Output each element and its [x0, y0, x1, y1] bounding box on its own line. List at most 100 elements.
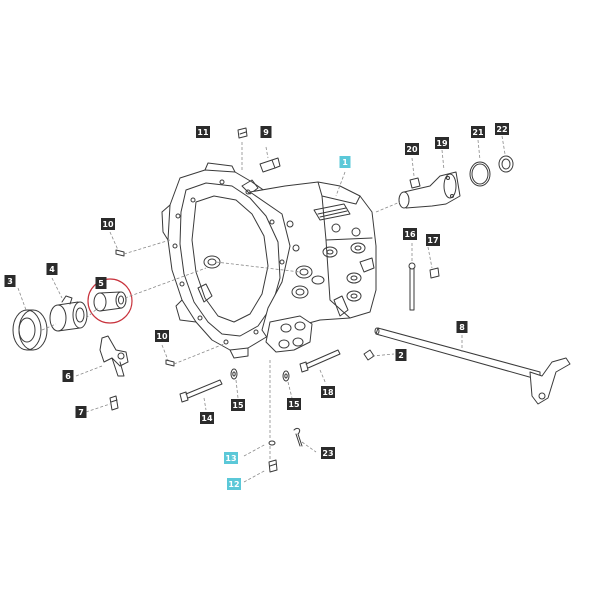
callout-label: 7	[78, 408, 84, 417]
callout-box	[95, 277, 107, 289]
fitting-17	[429, 267, 440, 279]
callout-box	[395, 349, 407, 361]
callouts: 11 9 1 20 19 21 22 10 16 17 3 4 5 8 10 2 6 18 7 14 15 15 13 23 1…	[4, 123, 509, 490]
cotter-pin-23	[293, 427, 303, 447]
callout-box	[287, 398, 301, 410]
callout-c8: 8	[456, 321, 468, 333]
callout-label: 8	[459, 323, 465, 332]
callout-box	[224, 452, 238, 464]
callout-label: 17	[427, 236, 438, 245]
callout-label: 4	[49, 265, 55, 274]
callout-c9: 9	[260, 126, 272, 138]
callout-label: 12	[228, 480, 239, 489]
callout-box	[62, 370, 74, 382]
highlight-circle	[87, 278, 133, 324]
callout-box	[155, 330, 169, 342]
callout-box	[426, 234, 440, 246]
callout-c21: 21	[471, 126, 485, 138]
callout-c12: 12	[227, 478, 241, 490]
long-bolt-18	[299, 349, 341, 373]
callout-c16: 16	[403, 228, 417, 240]
dowel-pin-10a	[115, 249, 125, 257]
callout-box	[403, 228, 417, 240]
washer-15b	[282, 370, 290, 382]
callout-box	[227, 478, 241, 490]
callout-box	[200, 412, 214, 424]
o-ring-21	[469, 161, 491, 187]
callout-c7: 7	[75, 406, 87, 418]
long-bolt-14	[179, 379, 223, 403]
callout-label: 15	[288, 400, 300, 409]
callout-label: 14	[201, 414, 213, 423]
plug-12	[268, 459, 278, 473]
callout-c3: 3	[4, 275, 16, 287]
callout-box	[495, 123, 509, 135]
callout-label: 21	[472, 128, 484, 137]
washer-13	[268, 440, 276, 446]
bushing	[93, 291, 127, 312]
callout-label: 6	[65, 372, 71, 381]
dowel-pin-10b	[165, 359, 175, 367]
callout-box	[46, 263, 58, 275]
plug-11	[237, 127, 248, 139]
callout-box	[321, 386, 335, 398]
callout-label: 19	[436, 139, 448, 148]
callout-label: 11	[197, 128, 209, 137]
callout-box	[231, 399, 245, 411]
callout-c20: 20	[405, 143, 419, 155]
callout-label: 16	[404, 230, 416, 239]
callout-c18: 18	[321, 386, 335, 398]
callout-c10b: 10	[155, 330, 169, 342]
callout-c15b: 15	[287, 398, 301, 410]
shaft	[374, 327, 571, 405]
callout-label: 13	[225, 454, 236, 463]
callout-c15a: 15	[231, 399, 245, 411]
callout-box	[321, 447, 335, 459]
leader-lines	[17, 135, 506, 483]
callout-label: 22	[496, 125, 507, 134]
bolt-20	[409, 177, 421, 189]
callout-c11: 11	[196, 126, 210, 138]
small-bolt-7	[109, 395, 119, 411]
callout-c22: 22	[495, 123, 509, 135]
callout-label: 3	[7, 277, 13, 286]
bolt-2	[363, 349, 375, 361]
release-fork	[99, 335, 129, 377]
callout-c13: 13	[224, 452, 238, 464]
callout-c1: 1	[339, 156, 351, 168]
callout-label: 18	[322, 388, 334, 397]
callout-c2: 2	[395, 349, 407, 361]
callout-label: 23	[322, 449, 333, 458]
callout-label: 10	[102, 220, 114, 229]
release-bearing	[49, 295, 88, 332]
callout-label: 15	[232, 401, 244, 410]
callout-c19: 19	[435, 137, 449, 149]
callout-c6: 6	[62, 370, 74, 382]
seal-22	[498, 155, 514, 173]
callout-box	[101, 218, 115, 230]
transmission-case	[249, 181, 377, 353]
callout-box	[196, 126, 210, 138]
bolt-9	[259, 157, 281, 173]
callout-box	[339, 156, 351, 168]
callout-c4: 4	[46, 263, 58, 275]
callout-box	[456, 321, 468, 333]
callout-label: 9	[263, 128, 269, 137]
callout-label: 10	[156, 332, 168, 341]
callout-box	[471, 126, 485, 138]
callout-c14: 14	[200, 412, 214, 424]
callout-label: 2	[398, 351, 404, 360]
callout-c10a: 10	[101, 218, 115, 230]
callout-c5: 5	[95, 277, 107, 289]
callout-label: 20	[406, 145, 418, 154]
callout-c17: 17	[426, 234, 440, 246]
callout-box	[75, 406, 87, 418]
callout-c23: 23	[321, 447, 335, 459]
callout-box	[260, 126, 272, 138]
callout-box	[4, 275, 16, 287]
elbow-cover-19	[398, 171, 461, 209]
callout-label: 1	[342, 158, 348, 167]
lever-16	[408, 262, 416, 311]
